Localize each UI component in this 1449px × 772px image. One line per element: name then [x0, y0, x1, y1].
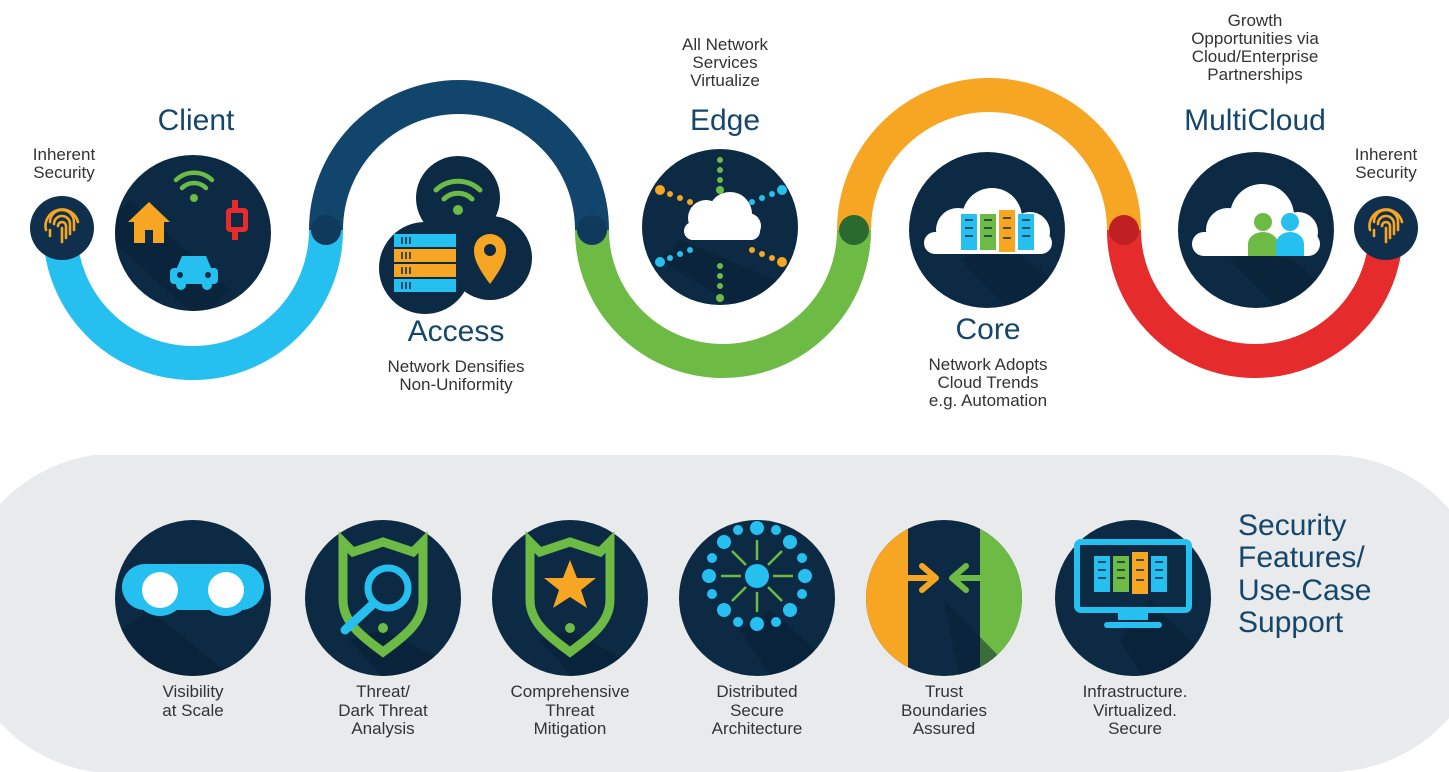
- access-icon: [379, 156, 532, 314]
- inherent-security-label-left: Inherent Security: [32, 145, 96, 182]
- edge-cloud-icon: [642, 149, 798, 305]
- monitor-servers-icon: [1055, 520, 1211, 676]
- stage-title-multicloud: MultiCloud: [1184, 104, 1326, 137]
- track-segment-access: [309, 80, 609, 231]
- track-joints: [311, 215, 1139, 245]
- inherent-security-label-right: Inherent Security: [1354, 145, 1418, 182]
- track-segment-multicloud: [1107, 229, 1403, 378]
- track-segment-core: [837, 78, 1141, 231]
- binoculars-icon: [115, 520, 271, 676]
- fingerprint-icon: [1354, 196, 1418, 260]
- feature-label-infrastructure: Infrastructure. Virtualized. Secure: [1082, 682, 1188, 739]
- stage-title-access: Access: [407, 315, 505, 348]
- stage-description-edge: All Network Services Virtualize: [682, 35, 768, 90]
- stage-description-core: Network Adopts Cloud Trends e.g. Automat…: [928, 355, 1048, 410]
- stage-description-access: Network Densifies Non-Uniformity: [387, 357, 525, 394]
- track-segment-client: [43, 229, 343, 380]
- stage-title-client: Client: [157, 104, 235, 137]
- feature-label-visibility: Visibility at Scale: [162, 682, 224, 720]
- fingerprint-icon: [30, 196, 94, 260]
- devices-icon: [115, 155, 271, 311]
- stage-title-edge: Edge: [689, 104, 761, 137]
- feature-label-distributed-architecture: Distributed Secure Architecture: [711, 682, 803, 739]
- serpentine-track: [43, 78, 1403, 380]
- distributed-network-icon: [679, 520, 835, 676]
- feature-label-threat-mitigation: Comprehensive Threat Mitigation: [510, 682, 630, 739]
- core-cloud-icon: [909, 152, 1065, 308]
- stage-description-multicloud: Growth Opportunities via Cloud/Enterpris…: [1191, 11, 1319, 84]
- feature-label-threat-analysis: Threat/ Dark Threat Analysis: [338, 682, 428, 739]
- multicloud-icon: [1178, 152, 1334, 308]
- feature-label-trust-boundaries: Trust Boundaries Assured: [900, 682, 987, 739]
- track-segment-edge: [575, 229, 871, 378]
- security-section-title: Security Features/ Use-Case Support: [1238, 509, 1372, 640]
- stage-title-core: Core: [955, 313, 1021, 346]
